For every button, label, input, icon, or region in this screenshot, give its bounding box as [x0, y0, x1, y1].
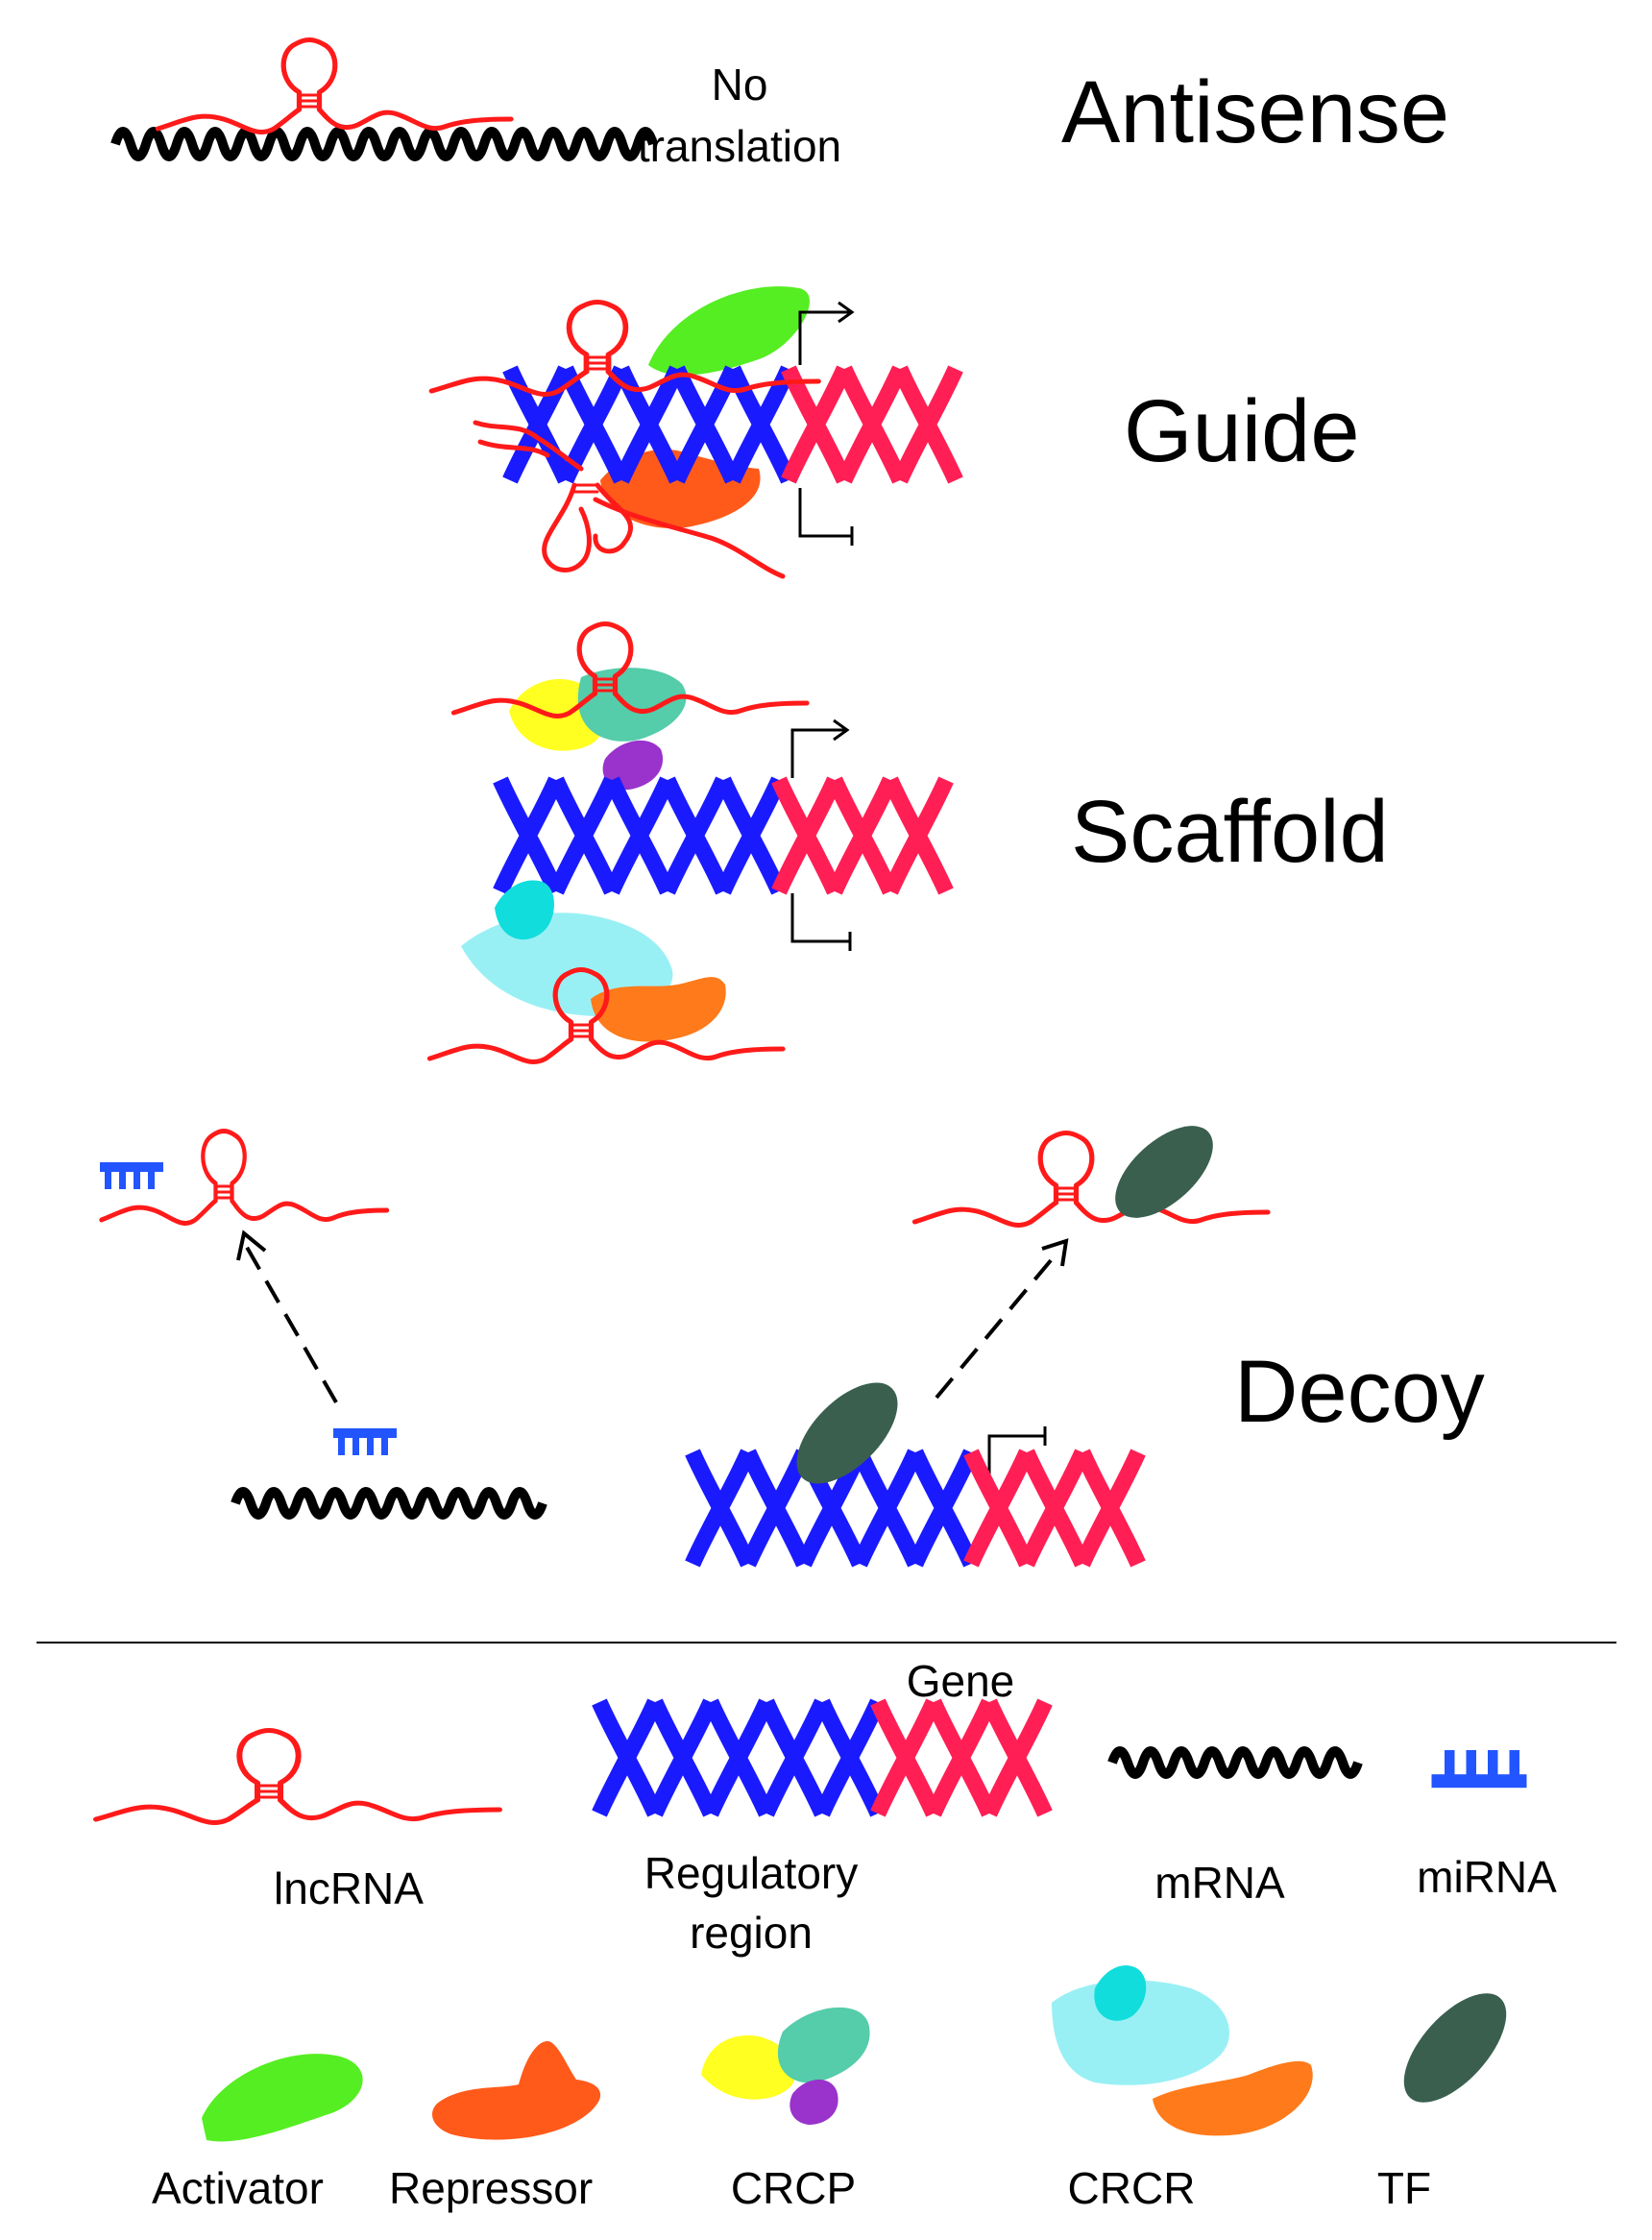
- legend-crcp-label: CRCP: [731, 2163, 856, 2213]
- legend-regulatory-line1: Regulatory: [644, 1848, 858, 1898]
- legend-regulatory-line2: region: [690, 1908, 813, 1958]
- legend-activator-glyph: [202, 2054, 363, 2142]
- scaffold-tss-blocked: [790, 893, 852, 951]
- decoy-right-arrow: [935, 1238, 1069, 1400]
- scaffold-panel: Scaffold: [430, 624, 1389, 1062]
- legend-mrna-glyph: [1107, 1746, 1363, 1779]
- legend-repressor-glyph: [432, 2041, 601, 2140]
- legend-mirna-label: miRNA: [1417, 1852, 1557, 1902]
- antisense-note-line2: translation: [638, 121, 841, 171]
- legend-lncrna-label: lncRNA: [274, 1863, 424, 1913]
- legend-tf-glyph: [1403, 1993, 1507, 2103]
- legend-gene-label: Gene: [907, 1656, 1015, 1706]
- antisense-mrna: [110, 127, 658, 161]
- decoy-target-mrna: [231, 1487, 547, 1520]
- legend-crcr-label: CRCR: [1068, 2163, 1196, 2213]
- legend-crcp-glyph: [701, 2007, 870, 2125]
- guide-activator: [648, 286, 810, 376]
- legend-crcr-glyph: [1052, 1965, 1313, 2136]
- scaffold-regulatory-region: [500, 780, 779, 891]
- scaffold-gene: [779, 780, 946, 891]
- decoy-bound-mirna: [100, 1162, 163, 1189]
- scaffold-repressing-complex: [461, 880, 726, 1042]
- decoy-free-mirna: [333, 1428, 397, 1455]
- decoy-left-arrow: [236, 1230, 338, 1403]
- legend-activator-label: Activator: [152, 2163, 324, 2213]
- scaffold-title: Scaffold: [1071, 783, 1389, 881]
- legend-regulatory-helix: [599, 1702, 878, 1814]
- antisense-lncrna: [158, 40, 512, 133]
- legend: lncRNA Gene Regulatory region mRNA miRNA…: [96, 1656, 1557, 2213]
- decoy-tf-free: [796, 1382, 898, 1484]
- decoy-gene: [971, 1452, 1138, 1564]
- decoy-panel: Decoy: [100, 1126, 1485, 1564]
- decoy-lncrna-mirna-sponge: [102, 1132, 388, 1224]
- legend-gene-helix: [878, 1702, 1045, 1814]
- legend-mirna-glyph: [1431, 1750, 1527, 1789]
- antisense-panel: No translation Antisense: [110, 40, 1449, 171]
- guide-tss-blocked: [798, 488, 854, 546]
- guide-panel: Guide: [432, 286, 1360, 579]
- legend-repressor-label: Repressor: [389, 2163, 593, 2213]
- decoy-tf-sequestered: [1115, 1126, 1213, 1218]
- legend-tf-label: TF: [1377, 2163, 1431, 2213]
- antisense-note-line1: No: [712, 60, 768, 110]
- decoy-tss-blocked: [987, 1426, 1047, 1484]
- legend-lncrna-glyph: [96, 1731, 499, 1823]
- guide-tss-arrow: [798, 301, 855, 365]
- decoy-lncrna-tf: [915, 1133, 1269, 1226]
- antisense-title: Antisense: [1061, 63, 1449, 161]
- guide-lncrna-repressing: [473, 420, 786, 579]
- legend-mrna-label: mRNA: [1154, 1858, 1285, 1908]
- decoy-title: Decoy: [1234, 1343, 1485, 1441]
- guide-gene: [789, 369, 956, 480]
- scaffold-tss-arrow: [790, 718, 850, 778]
- guide-title: Guide: [1124, 382, 1360, 480]
